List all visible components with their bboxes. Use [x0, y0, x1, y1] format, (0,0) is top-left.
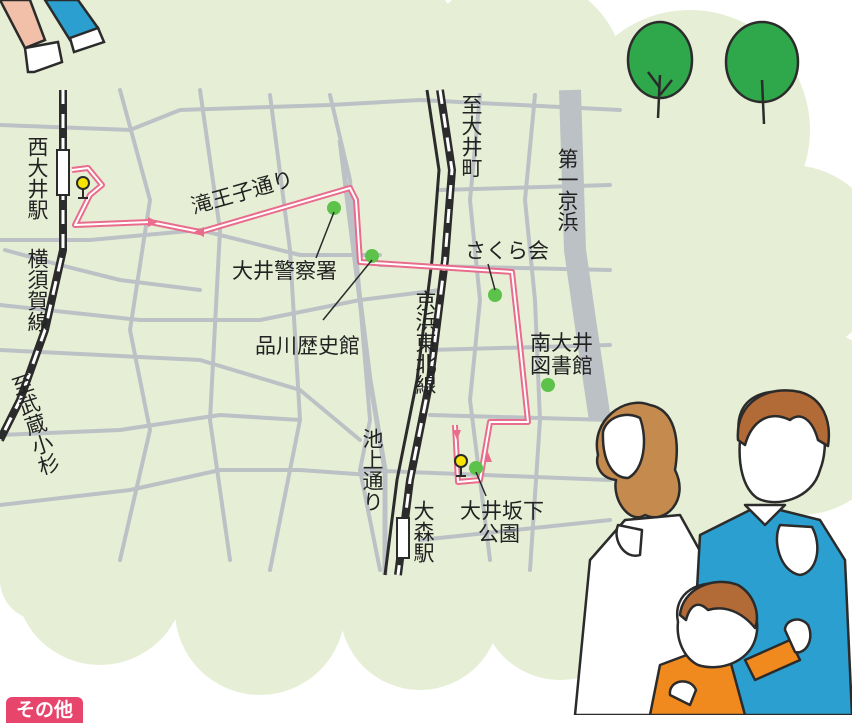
- omori-station-marker: [396, 517, 410, 559]
- section-tag: その他: [6, 697, 84, 723]
- oisaka-park-label-2: 公園: [478, 522, 520, 546]
- shinagawa-museum-label: 品川歴史館: [255, 334, 360, 358]
- to-oimachi-label: 至大井町: [459, 94, 483, 178]
- keihin-tohoku-line-label: 京浜東北線: [413, 290, 437, 395]
- family-illustration: [573, 389, 852, 717]
- tree-icon: [626, 20, 694, 119]
- omori-station-label: 大森駅: [411, 500, 435, 563]
- daiichi-keihin-road: [559, 89, 611, 422]
- railways: [0, 89, 457, 576]
- minami-oi-library-label-1: 南大井: [530, 331, 593, 355]
- route-direction-arrows: [148, 217, 492, 462]
- goal-pin-icon: [454, 454, 468, 477]
- daiichi-keihin-label: 第一京浜: [555, 148, 579, 232]
- oi-police-dot: [327, 201, 341, 215]
- yokosuka-line-label: 横須賀線: [25, 248, 49, 332]
- walker-illustration: [0, 0, 106, 74]
- nishi-oi-station-marker: [56, 149, 70, 196]
- oi-police-label: 大井警察署: [232, 259, 337, 283]
- oisaka-park-dot: [469, 461, 483, 475]
- sakura-kai-dot: [488, 288, 502, 302]
- start-pin-icon: [76, 176, 90, 199]
- leader-lines: [315, 211, 496, 497]
- tree-icon: [724, 20, 800, 125]
- landmark-dots: [327, 201, 555, 475]
- ikegami-dori-label: 池上通り: [360, 428, 384, 512]
- sakura-kai-label: さくら会: [465, 239, 549, 263]
- oisaka-park-label-1: 大井坂下: [460, 499, 544, 523]
- ikegami-dori-road: [337, 139, 388, 575]
- minami-oi-library-dot: [541, 378, 555, 392]
- minami-oi-library-label-2: 図書館: [530, 354, 593, 378]
- nishi-oi-station-label: 西大井駅: [25, 136, 49, 220]
- shinagawa-museum-dot: [365, 249, 379, 263]
